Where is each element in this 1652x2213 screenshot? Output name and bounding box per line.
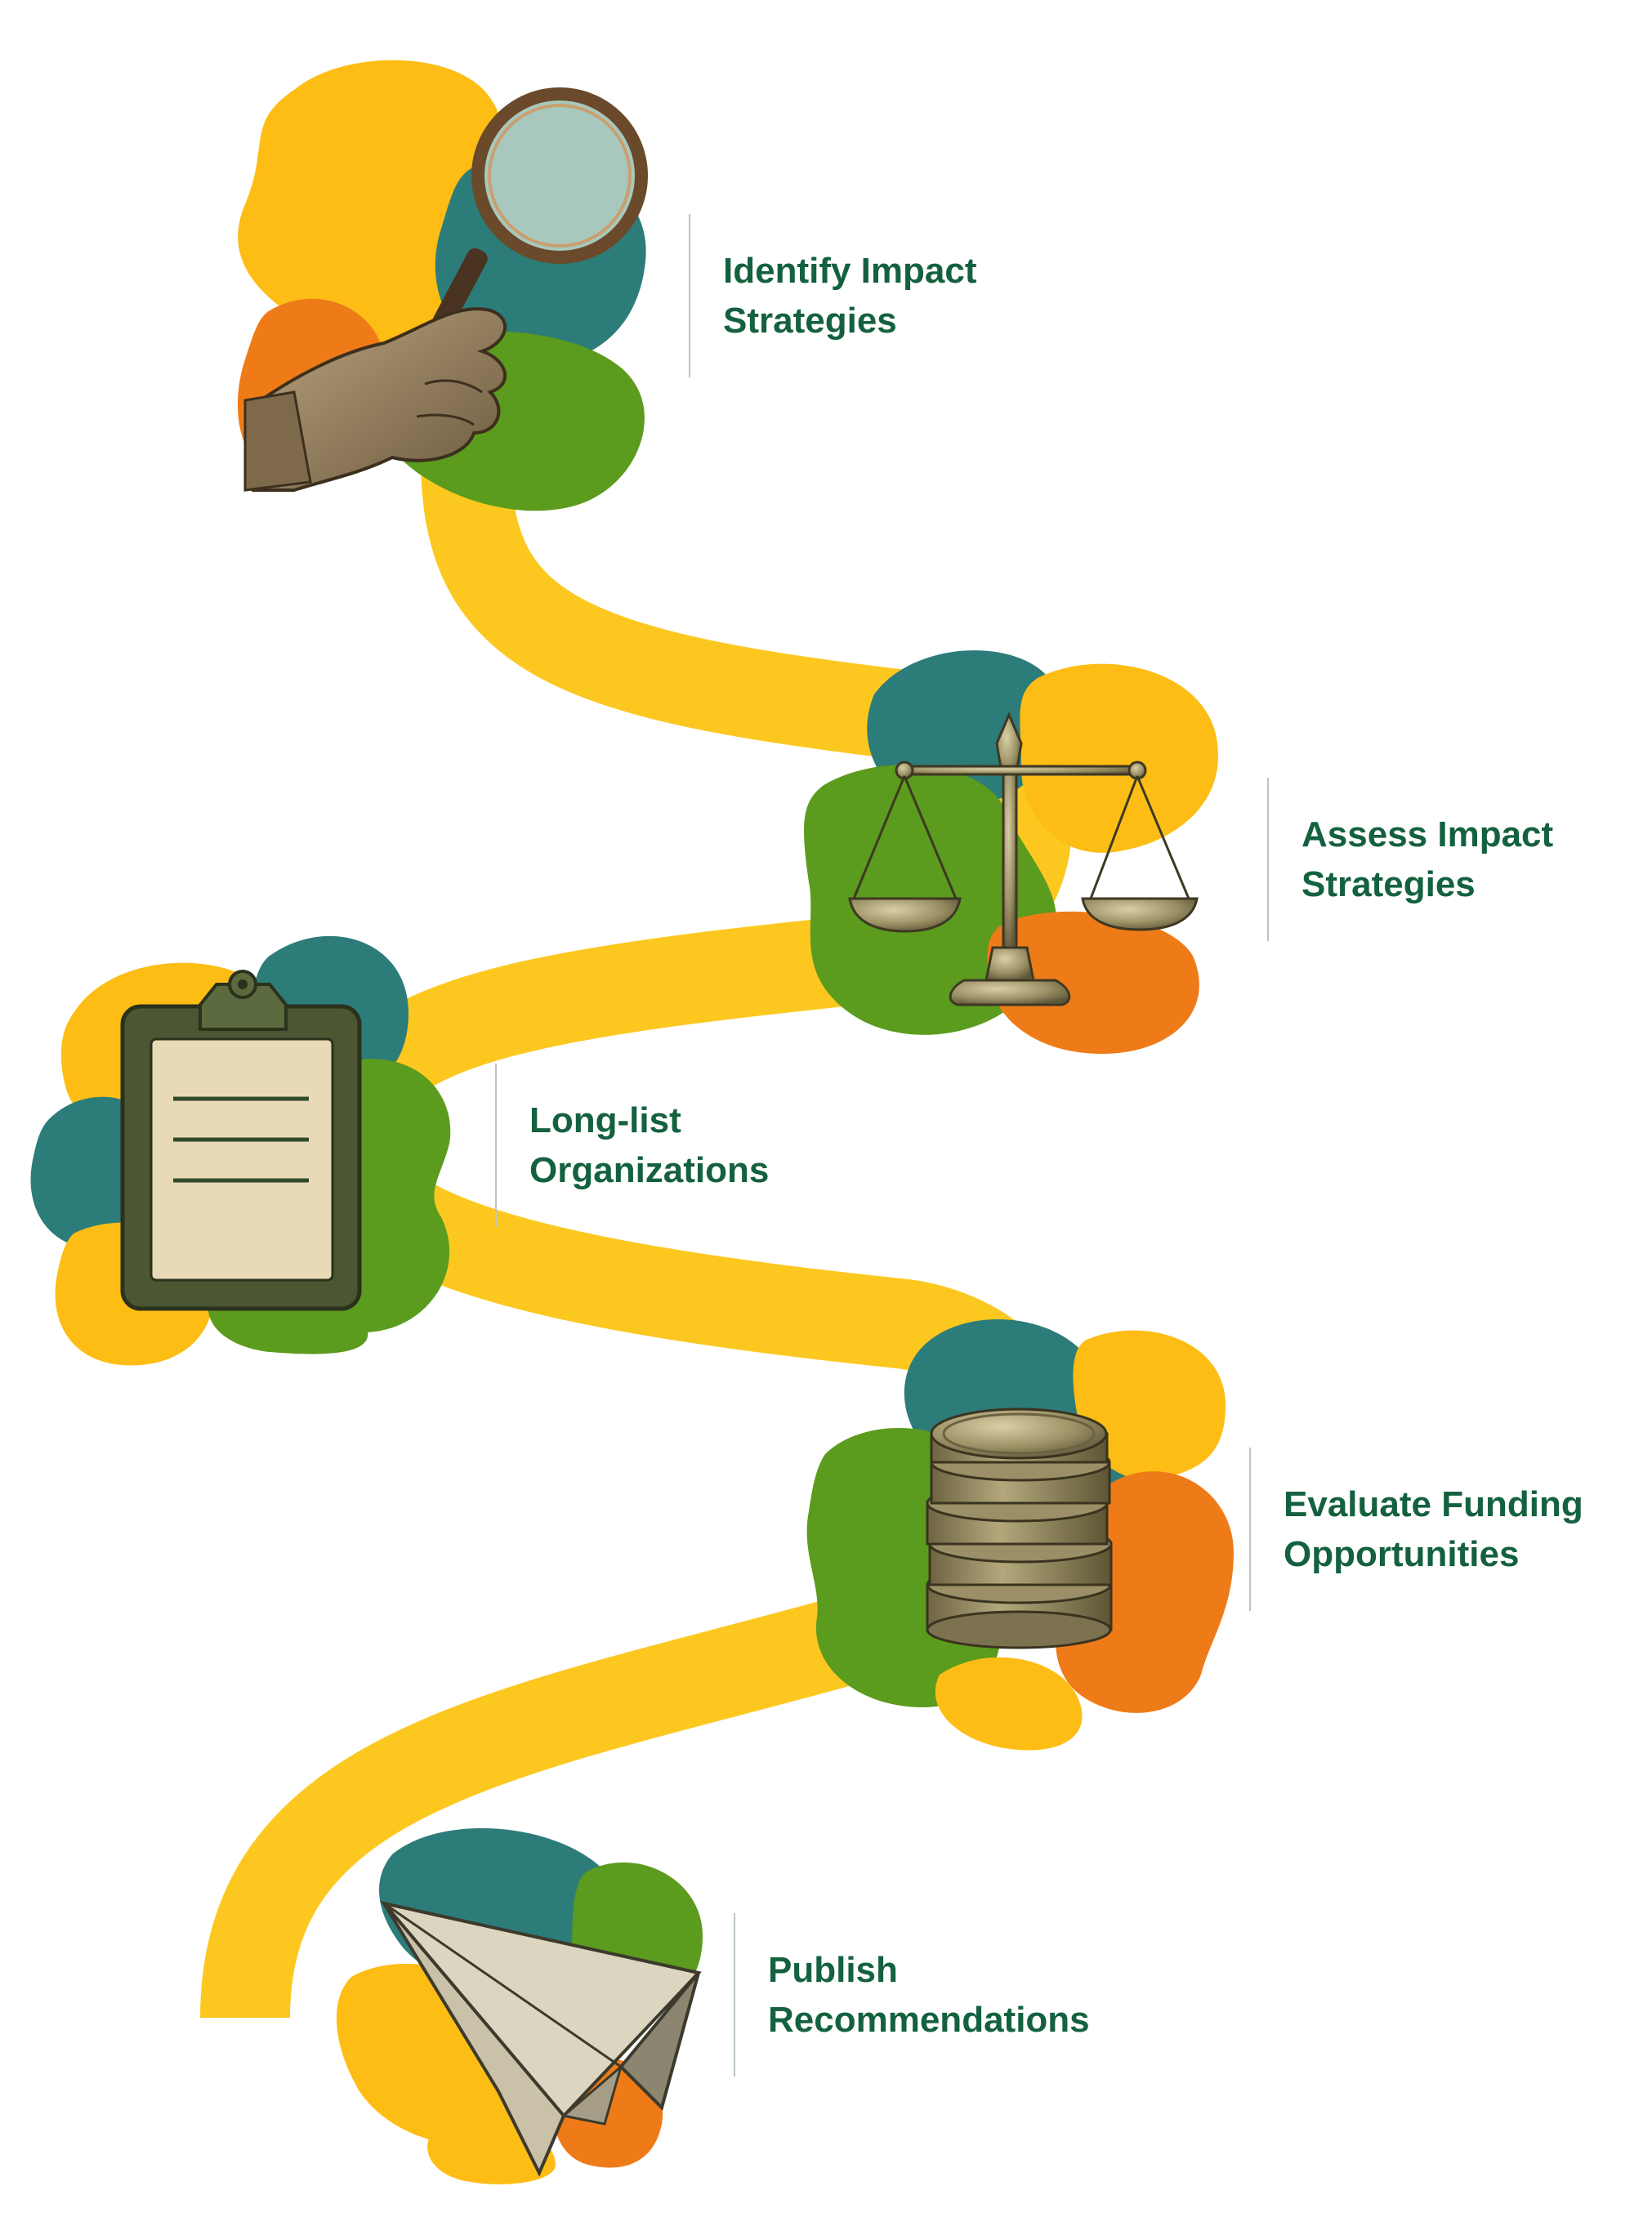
blob-yellow [1073,1330,1226,1480]
blob-yellow [1020,663,1218,853]
paper-plane-icon [379,1900,702,2177]
step-3-text: Long-list Organizations [529,1100,770,1190]
balance-scale-icon [848,712,1199,1006]
step-2-illustration [804,650,1218,1054]
step-2-text: Assess Impact Strategies [1302,814,1554,904]
step-5-text: Publish Recommendations [768,1950,1090,2040]
clipboard-icon [120,970,362,1311]
magnifying-glass-icon [243,87,648,492]
step-4-text: Evaluate Funding Opportunities [1284,1484,1583,1574]
step-1-text: Identify Impact Strategies [723,251,977,341]
blob-orange [987,911,1199,1054]
step-3-illustration [30,935,451,1366]
coin-stack-icon [926,1408,1113,1649]
step-5-label: Publish Recommendations [734,1913,1090,2077]
step-4-illustration [806,1319,1234,1751]
step-1-label: Identify Impact Strategies [689,214,977,377]
step-1-illustration [237,60,648,511]
step-4-label: Evaluate Funding Opportunities [1249,1448,1583,1611]
step-3-label: Long-list Organizations [495,1064,769,1227]
step-5-illustration [336,1827,703,2184]
blob-yellow [935,1657,1083,1751]
step-2-label: Assess Impact Strategies [1267,778,1553,941]
